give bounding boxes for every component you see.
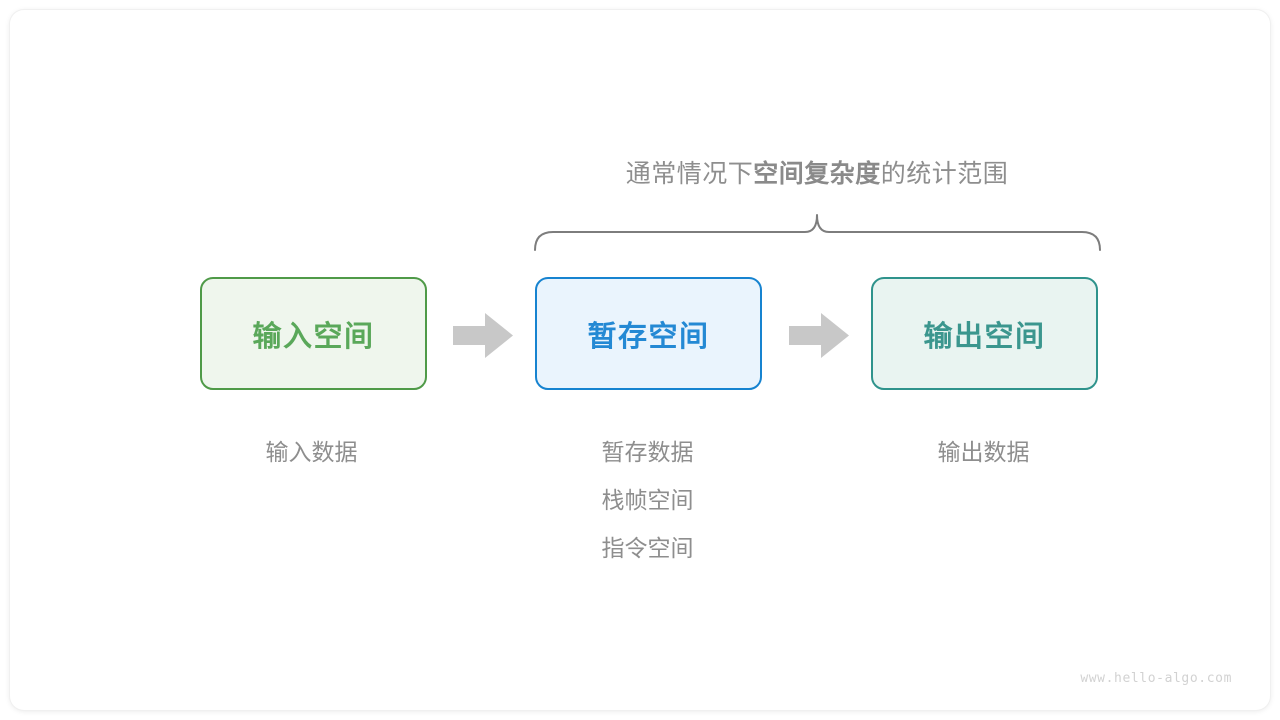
input-space-label: 输入空间 bbox=[252, 320, 375, 353]
watermark: www.hello-algo.com bbox=[1080, 671, 1232, 686]
caption-suffix: 的统计范围 bbox=[880, 160, 1009, 188]
brace-caption-text: 通常情况下空间复杂度的统计范围 bbox=[626, 154, 1009, 190]
right-arrow-icon bbox=[789, 313, 849, 358]
temp-sublabels: 暂存数据 栈帧空间 指令空间 bbox=[534, 428, 761, 572]
temp-space-box: 暂存空间 bbox=[535, 277, 762, 390]
input-space-box: 输入空间 bbox=[200, 277, 427, 390]
output-space-label: 输出空间 bbox=[923, 320, 1046, 353]
output-sublabels: 输出数据 bbox=[870, 428, 1097, 476]
curly-brace-icon bbox=[534, 214, 1101, 251]
input-sublabels: 输入数据 bbox=[198, 428, 425, 476]
brace-caption: 通常情况下空间复杂度的统计范围 bbox=[10, 154, 1270, 190]
temp-space-label: 暂存空间 bbox=[587, 320, 710, 353]
caption-prefix: 通常情况下 bbox=[625, 160, 754, 188]
sublabel-item: 栈帧空间 bbox=[601, 487, 694, 513]
diagram-canvas: 通常情况下空间复杂度的统计范围 输入空间 暂存空间 输出空间 输入数据 暂存数据… bbox=[10, 10, 1270, 710]
output-space-box: 输出空间 bbox=[871, 277, 1098, 390]
right-arrow-icon bbox=[453, 313, 513, 358]
sublabel-item: 指令空间 bbox=[601, 535, 694, 561]
sublabel-item: 暂存数据 bbox=[601, 439, 694, 465]
caption-emphasis: 空间复杂度 bbox=[753, 160, 881, 188]
sublabel-item: 输入数据 bbox=[265, 439, 358, 465]
sublabel-item: 输出数据 bbox=[937, 439, 1030, 465]
